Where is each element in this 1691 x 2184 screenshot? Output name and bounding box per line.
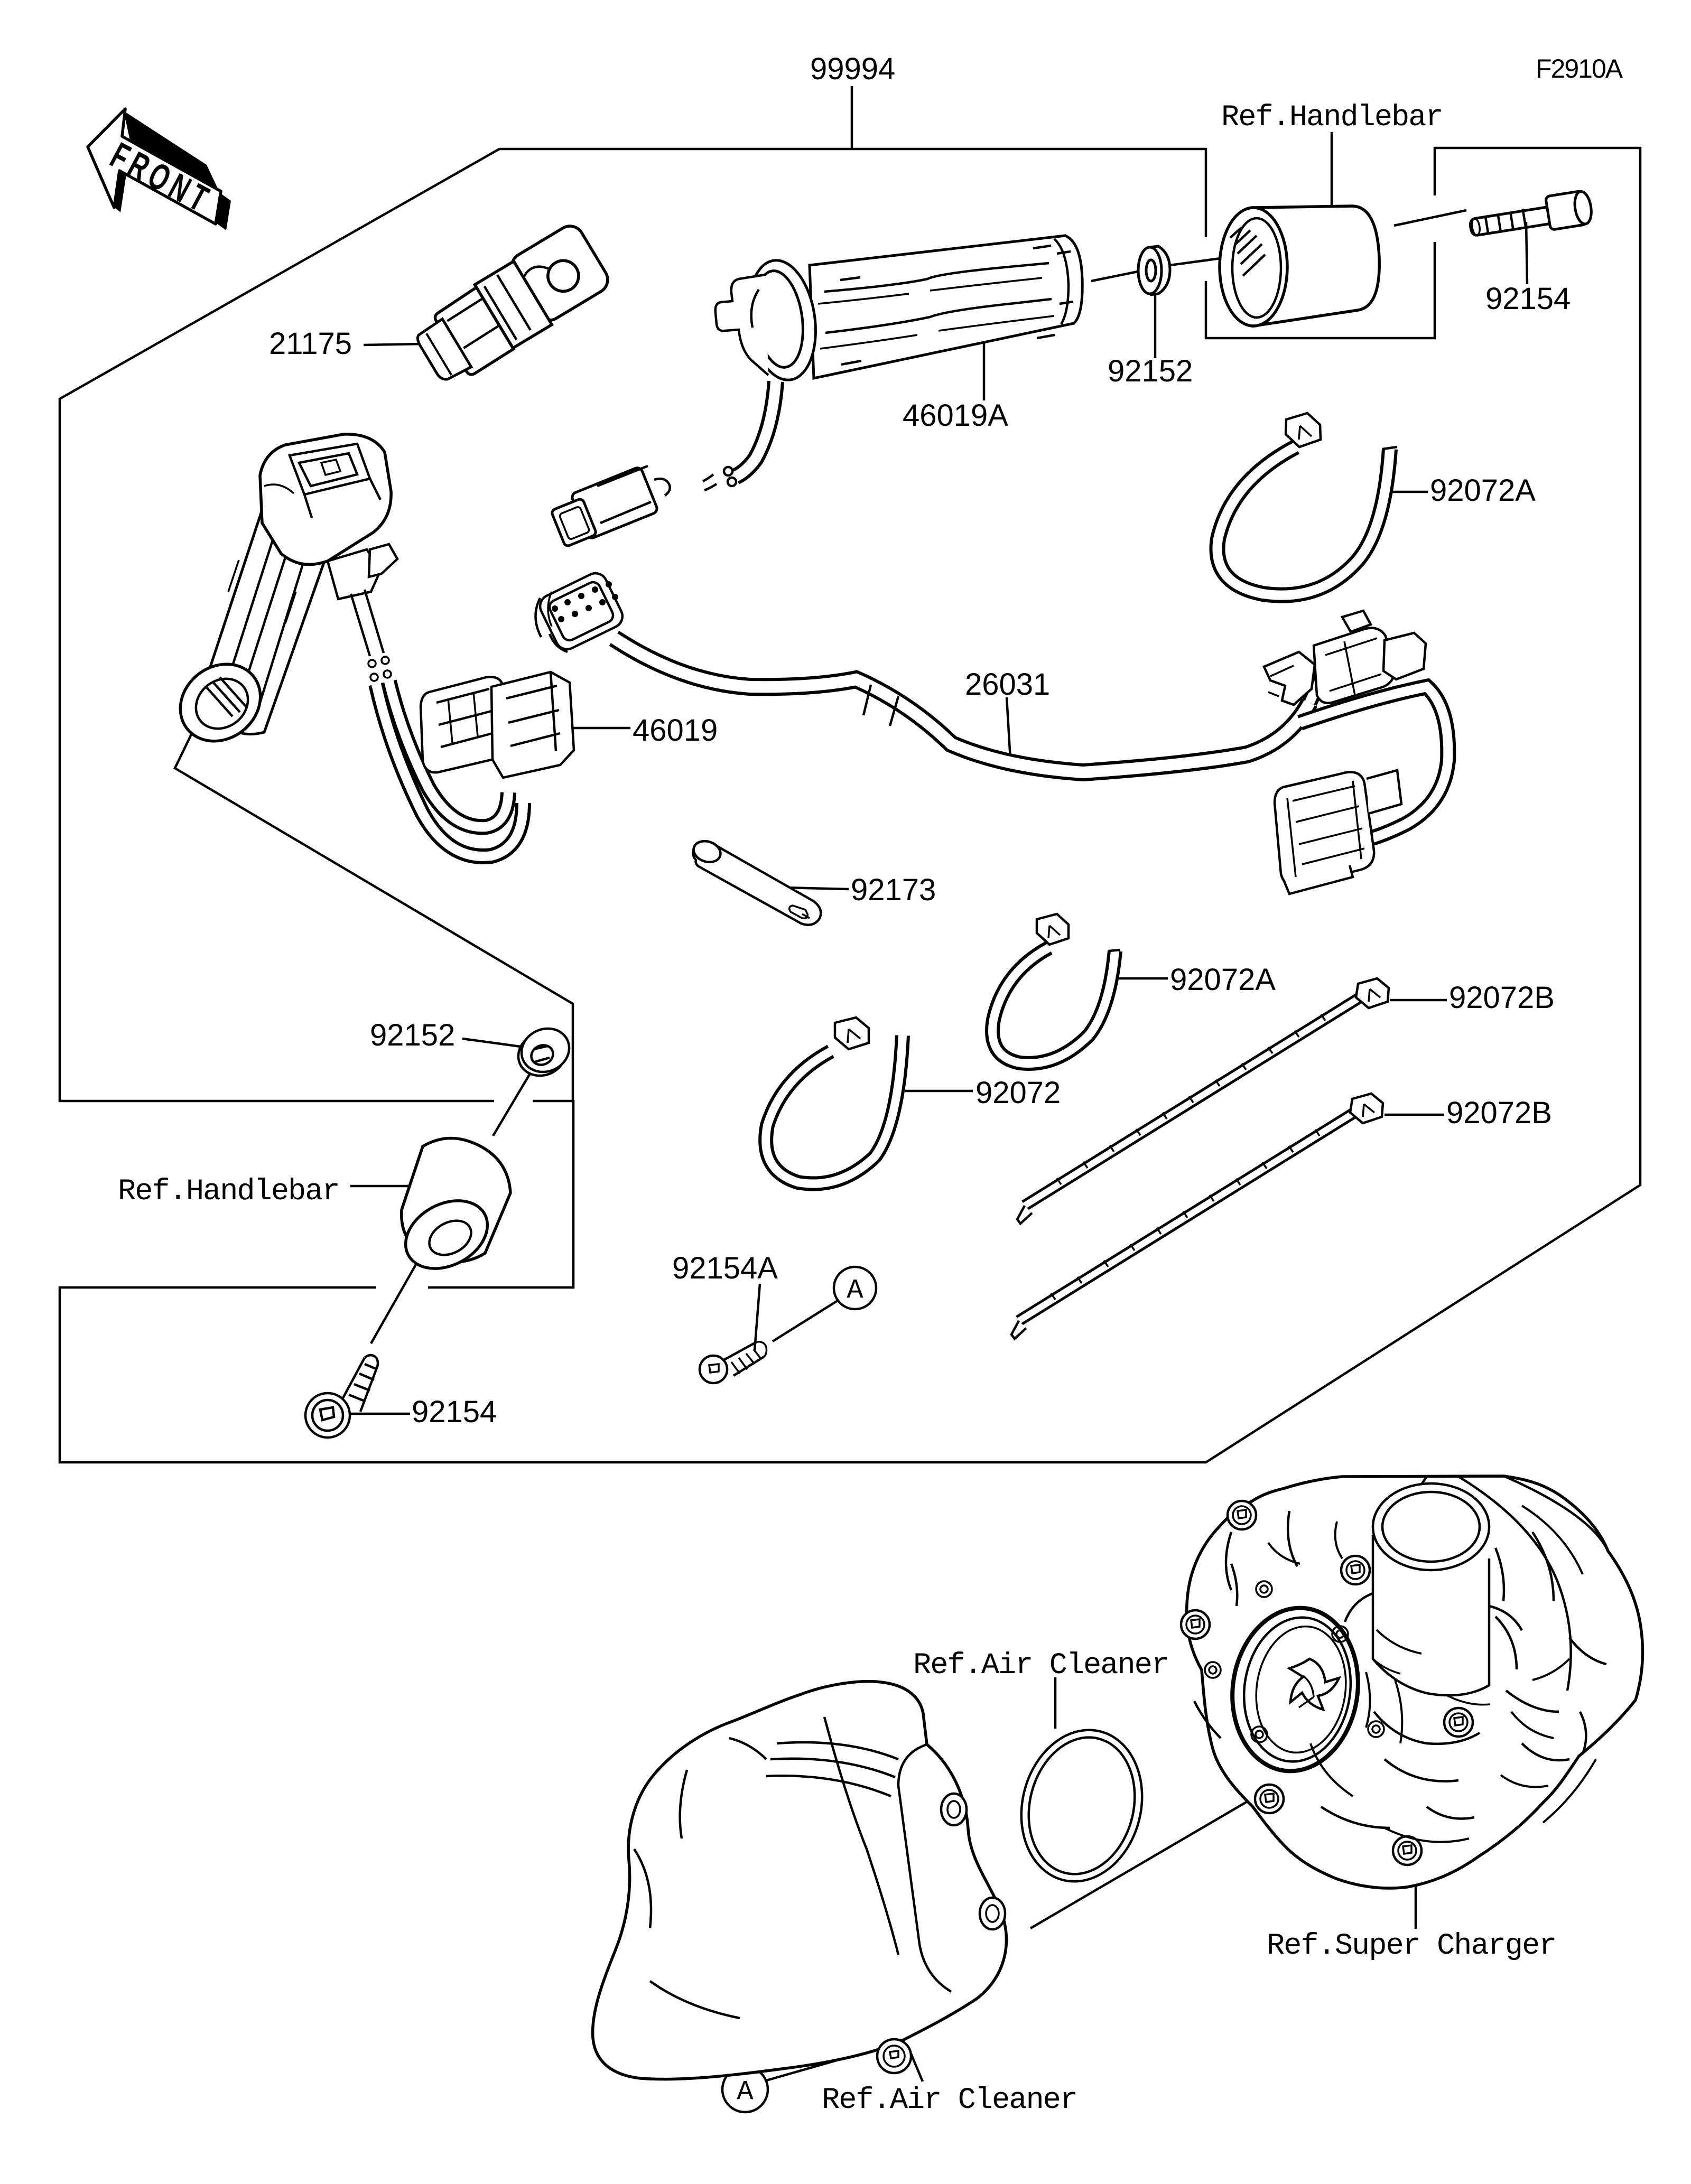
svg-text:A: A: [737, 2076, 754, 2107]
svg-text:21175: 21175: [269, 326, 352, 361]
svg-text:92154A: 92154A: [672, 1251, 778, 1285]
svg-text:F2910A: F2910A: [1536, 54, 1623, 83]
svg-text:92154: 92154: [412, 1395, 497, 1429]
svg-text:92072A: 92072A: [1430, 473, 1536, 508]
svg-text:92072: 92072: [975, 1076, 1061, 1110]
svg-text:Ref.Air Cleaner: Ref.Air Cleaner: [822, 2084, 1077, 2117]
svg-text:Ref.Air Cleaner: Ref.Air Cleaner: [913, 1649, 1168, 1683]
svg-text:92154: 92154: [1485, 282, 1571, 316]
svg-text:26031: 26031: [965, 667, 1050, 702]
svg-text:46019A: 46019A: [903, 398, 1008, 433]
svg-text:92072B: 92072B: [1446, 1096, 1552, 1130]
svg-text:A: A: [847, 1275, 863, 1306]
svg-text:Ref.Handlebar: Ref.Handlebar: [118, 1175, 339, 1209]
svg-text:Ref.Handlebar: Ref.Handlebar: [1221, 101, 1443, 135]
svg-text:92152: 92152: [370, 1018, 455, 1052]
svg-text:46019: 46019: [633, 713, 718, 748]
svg-text:Ref.Super Charger: Ref.Super Charger: [1267, 1929, 1556, 1963]
svg-text:92173: 92173: [851, 873, 936, 907]
svg-text:99994: 99994: [810, 52, 895, 86]
svg-text:92072A: 92072A: [1170, 963, 1276, 997]
svg-text:92072B: 92072B: [1449, 981, 1555, 1015]
svg-text:92152: 92152: [1108, 354, 1193, 388]
